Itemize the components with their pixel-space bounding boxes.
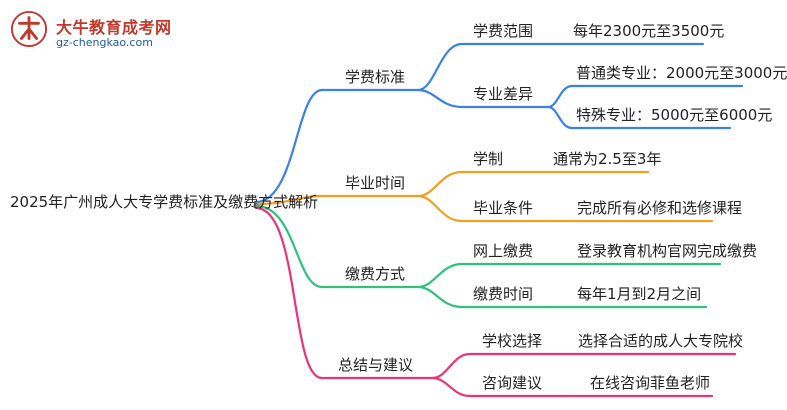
branch-4-child-1-label: 学校选择 [482, 332, 543, 350]
branch-4-child-1-leaf-1: 选择合适的成人大专院校 [578, 332, 744, 350]
connector-b2-c2 [416, 194, 464, 223]
connector-b2-c1 [416, 170, 464, 198]
branch-1-child-2-label: 专业差异 [473, 85, 534, 103]
connector-b4-c2 [430, 376, 472, 398]
connector-root-b3 [254, 204, 324, 289]
branch-4-child-2-leaf-1: 在线咨询菲鱼老师 [590, 374, 711, 392]
connector-b1-c1 [416, 42, 464, 92]
branch-2-child-1-label: 学制 [473, 150, 504, 168]
connector-root-b2 [254, 194, 324, 206]
connector-b4-c1 [430, 352, 472, 380]
logo-mark-icon [10, 10, 48, 48]
branch-1-child-2-leaf-1: 普通类专业：2000元至3000元 [576, 64, 787, 82]
branch-3-child-1-label: 网上缴费 [473, 242, 534, 260]
branch-2-child-2-leaf-1: 完成所有必修和选修课程 [577, 199, 743, 217]
root-anchor [253, 202, 259, 208]
logo-site-name: 大牛教育成考网 [56, 18, 172, 37]
connector-b1-c2 [416, 88, 464, 109]
branch-1-child-2-leaf-2: 特殊专业：5000元至6000元 [576, 106, 773, 124]
branch-4-label: 总结与建议 [338, 356, 414, 374]
connector-b3-c1 [416, 262, 464, 289]
mindmap-connectors [253, 42, 744, 398]
branch-1-label: 学费标准 [345, 68, 406, 86]
branch-4-child-2-label: 咨询建议 [482, 374, 543, 392]
connector-root-b4 [254, 206, 324, 380]
branch-2-label: 毕业时间 [345, 174, 406, 192]
branch-2-child-1-leaf-1: 通常为2.5至3年 [553, 150, 662, 168]
root-node-label: 2025年广州成人大专学费标准及缴费方式解析 [10, 193, 319, 211]
branch-1-child-1-label: 学费范围 [473, 22, 534, 40]
branch-3-label: 缴费方式 [345, 265, 406, 283]
connector-b1-c2-l2 [546, 105, 574, 130]
branch-3-child-2-leaf-1: 每年1月到2月之间 [577, 285, 702, 303]
branch-3-child-2-label: 缴费时间 [473, 285, 534, 303]
branch-2-child-2-label: 毕业条件 [473, 199, 534, 217]
logo-url: gz-chengkao.com [56, 36, 153, 49]
branch-1-child-1-leaf-1: 每年2300元至3500元 [573, 22, 725, 40]
branch-3-child-1-leaf-1: 登录教育机构官网完成缴费 [577, 242, 758, 260]
connector-b1-c2-l1 [546, 84, 574, 109]
connector-b3-c2 [416, 285, 464, 309]
connector-root-b1 [254, 88, 324, 204]
site-logo: 大牛教育成考网 gz-chengkao.com [6, 6, 186, 56]
